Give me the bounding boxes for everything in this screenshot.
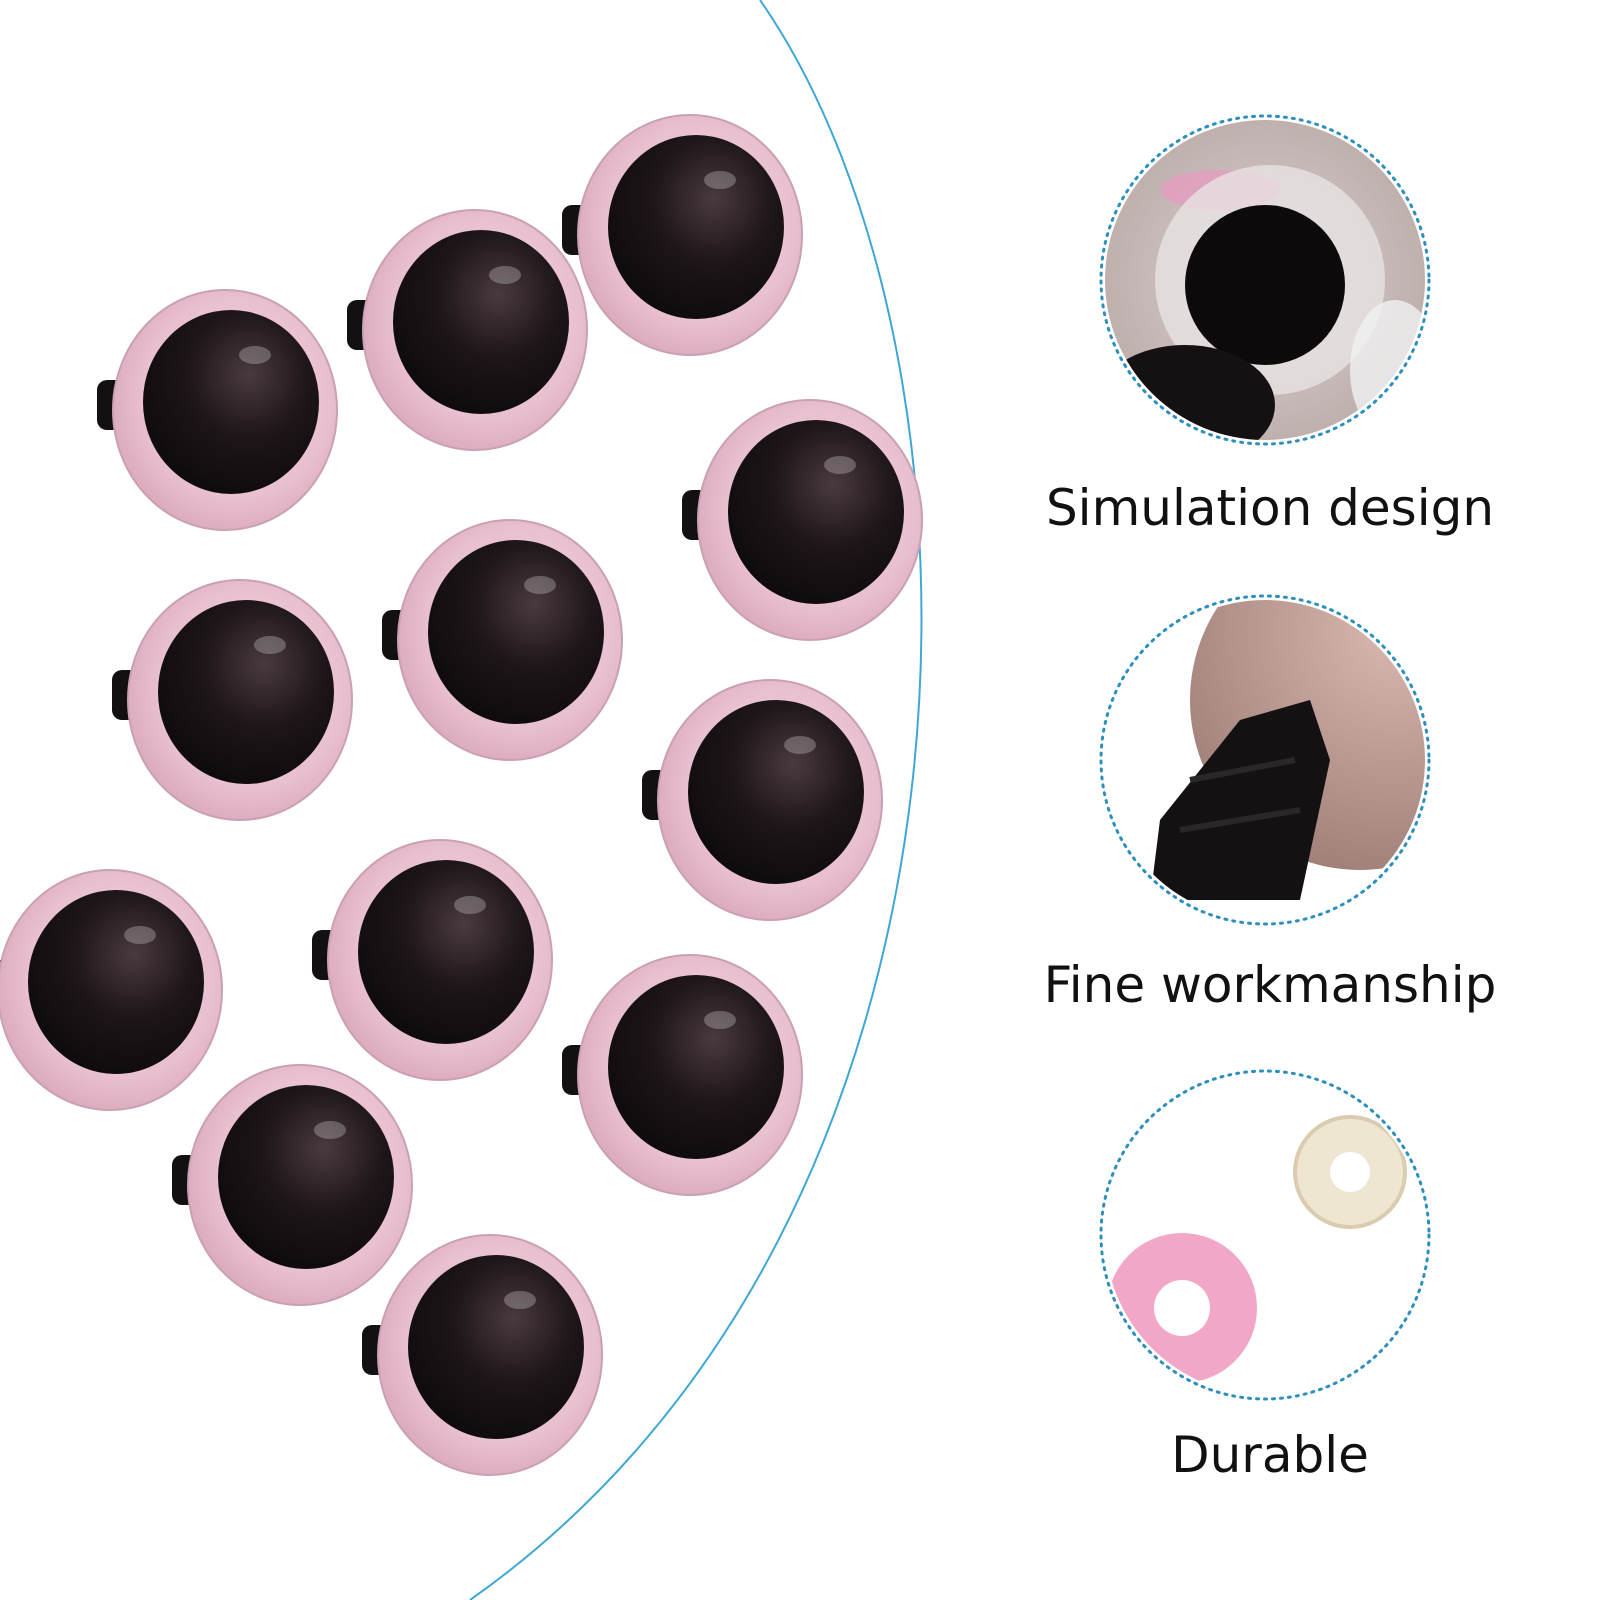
eye-pupil: [158, 600, 334, 784]
eye-pupil: [728, 420, 904, 604]
eye-pupil: [143, 310, 319, 494]
dotted-ring: [1099, 114, 1431, 446]
eye-pupil: [608, 135, 784, 319]
safety-eye: [312, 839, 553, 1081]
eye-pupil: [28, 890, 204, 1074]
safety-eye: [682, 399, 923, 641]
safety-eye: [172, 1064, 413, 1306]
eye-pupil: [608, 975, 784, 1159]
safety-eye: [347, 209, 588, 451]
safety-eye: [562, 114, 803, 356]
safety-eye: [97, 289, 338, 531]
feature-photo-simulation: [1099, 114, 1431, 446]
safety-eye: [362, 1234, 603, 1476]
feature-photo-durable: [1099, 1069, 1431, 1401]
dotted-ring: [1099, 594, 1431, 926]
eye-pupil: [393, 230, 569, 414]
feature-caption-workmanship: Fine workmanship: [1043, 956, 1497, 1014]
dotted-ring: [1099, 1069, 1431, 1401]
feature-photo-workmanship: [1099, 594, 1431, 926]
safety-eyes-group: [0, 114, 923, 1476]
safety-eye: [562, 954, 803, 1196]
eye-pupil: [358, 860, 534, 1044]
eye-pupil: [688, 700, 864, 884]
decorative-arc: [469, 0, 923, 1600]
eye-pupil: [408, 1255, 584, 1439]
eye-pupil: [218, 1085, 394, 1269]
eye-pupil: [428, 540, 604, 724]
safety-eye: [112, 579, 353, 821]
safety-eye: [0, 869, 223, 1111]
safety-eye: [382, 519, 623, 761]
feature-caption-simulation: Simulation design: [1045, 479, 1495, 537]
safety-eye: [642, 679, 883, 921]
feature-caption-durable: Durable: [1171, 1426, 1369, 1484]
